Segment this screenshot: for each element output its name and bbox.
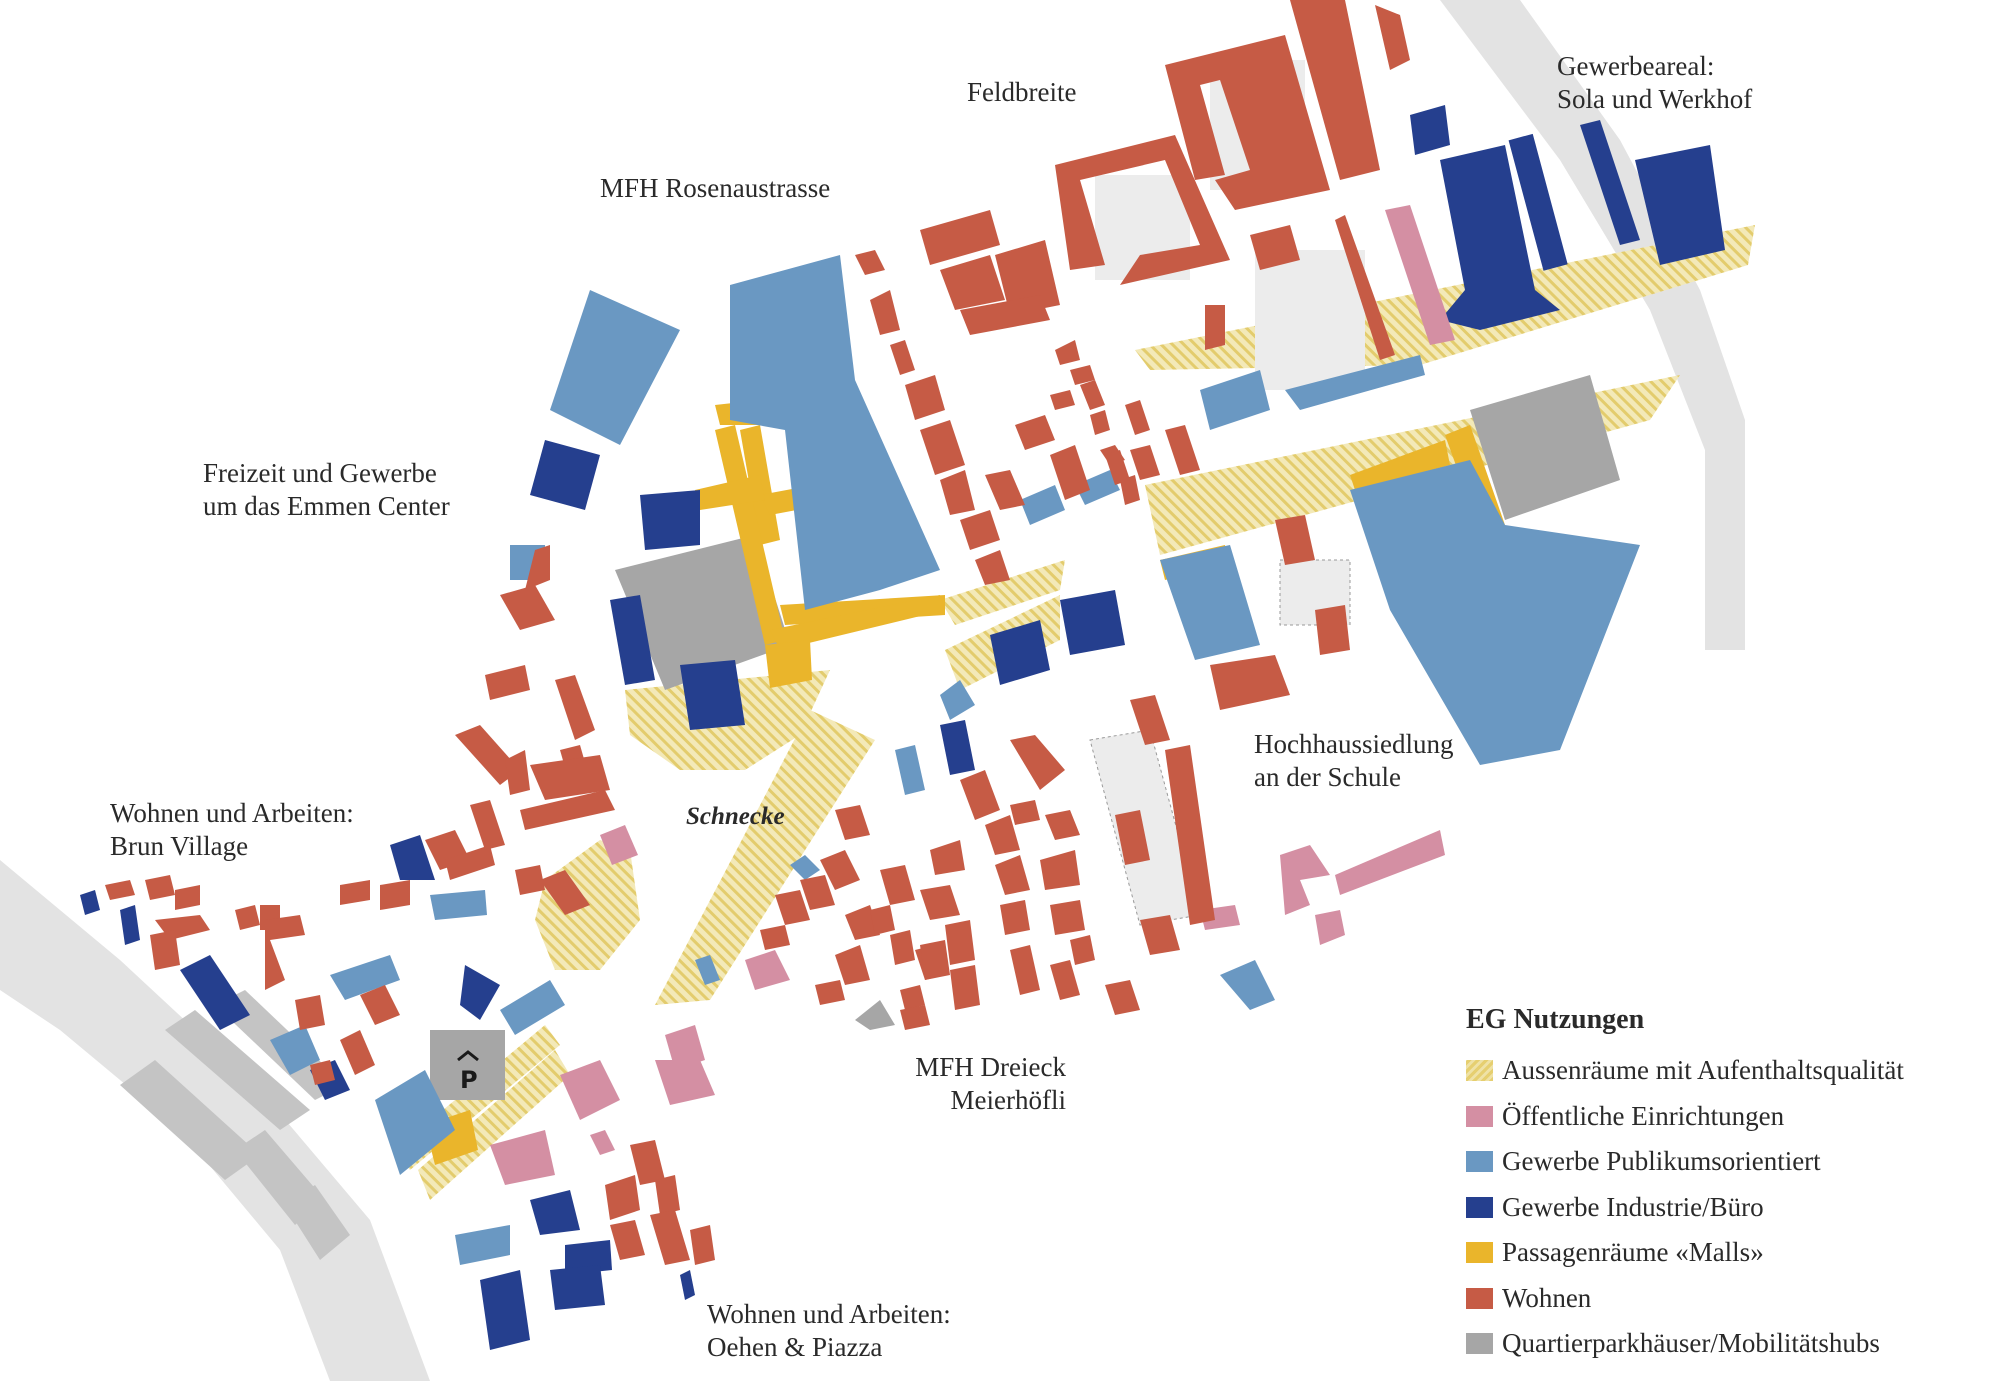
commercial-public <box>270 255 1640 1265</box>
legend-swatch-wohnen <box>1466 1287 1493 1309</box>
parking-symbol: P <box>457 1050 479 1094</box>
parking-symbol-text: P <box>460 1066 478 1094</box>
legend-swatch-oeffentlich <box>1466 1105 1493 1127</box>
label-feldbreite: Feldbreite <box>967 77 1077 107</box>
label-mfh-dreieck: MFH Dreieck Meierhöfli <box>896 1051 1066 1117</box>
parking-chevron-icon <box>457 1050 479 1062</box>
label-freizeit: Freizeit und Gewerbe um das Emmen Center <box>203 457 450 523</box>
label-brun-village: Wohnen und Arbeiten: Brun Village <box>110 797 354 863</box>
label-brun-line2: Brun Village <box>110 831 249 861</box>
legend-item-parking: Quartierparkhäuser/Mobilitätshubs <box>1466 1321 1986 1367</box>
parking-buildings <box>430 375 1620 1100</box>
legend-label-malls: Passagenräume «Malls» <box>1502 1237 1764 1268</box>
label-oehen-line1: Wohnen und Arbeiten: <box>707 1299 951 1329</box>
label-dreieck-line2: Meierhöfli <box>950 1085 1066 1115</box>
label-gewerbeareal-line2: Sola und Werkhof <box>1557 84 1753 114</box>
legend-item-malls: Passagenräume «Malls» <box>1466 1230 1986 1276</box>
legend-swatch-industrie <box>1466 1196 1493 1218</box>
label-hochhaus-line1: Hochhaussiedlung <box>1254 729 1454 759</box>
label-hochhaus: Hochhaussiedlung an der Schule <box>1254 728 1453 794</box>
legend-swatch-parking <box>1466 1333 1493 1355</box>
legend-title: EG Nutzungen <box>1466 1004 1645 1035</box>
label-freizeit-line2: um das Emmen Center <box>203 491 450 521</box>
label-mfh-rosenau: MFH Rosenaustrasse <box>600 173 831 203</box>
legend-item-wohnen: Wohnen <box>1466 1276 1986 1322</box>
label-dreieck-line1: MFH Dreieck <box>915 1052 1066 1082</box>
label-gewerbeareal-line1: Gewerbeareal: <box>1557 51 1715 81</box>
legend-label-oeffentlich: Öffentliche Einrichtungen <box>1502 1100 1785 1131</box>
legend-item-industrie: Gewerbe Industrie/Büro <box>1466 1185 1986 1231</box>
label-oehen-piazza: Wohnen und Arbeiten: Oehen & Piazza <box>707 1298 951 1364</box>
legend-label-aussen: Aussenräume mit Aufenthaltsqualität <box>1502 1055 1904 1086</box>
label-brun-line1: Wohnen und Arbeiten: <box>110 798 354 828</box>
legend-item-publikum: Gewerbe Publikumsorientiert <box>1466 1139 1986 1185</box>
public-facilities <box>490 205 1455 1185</box>
legend-label-industrie: Gewerbe Industrie/Büro <box>1502 1191 1764 1222</box>
legend-item-oeffentlich: Öffentliche Einrichtungen <box>1466 1094 1986 1140</box>
commercial-industry <box>80 105 1725 1350</box>
label-schnecke: Schnecke <box>686 803 785 830</box>
legend-swatch-aussen <box>1466 1060 1493 1082</box>
legend: EG Nutzungen Aussenräume mit Aufenthalts… <box>1466 1004 1986 1367</box>
label-freizeit-line1: Freizeit und Gewerbe <box>203 458 437 488</box>
legend-item-aussen: Aussenräume mit Aufenthaltsqualität <box>1466 1048 1986 1094</box>
legend-label-publikum: Gewerbe Publikumsorientiert <box>1502 1146 1821 1177</box>
label-oehen-line2: Oehen & Piazza <box>707 1332 883 1362</box>
legend-swatch-malls <box>1466 1242 1493 1264</box>
label-hochhaus-line2: an der Schule <box>1254 762 1401 792</box>
residential <box>105 0 1410 1265</box>
label-gewerbeareal: Gewerbeareal: Sola und Werkhof <box>1557 50 1752 116</box>
legend-label-parking: Quartierparkhäuser/Mobilitätshubs <box>1502 1328 1880 1359</box>
legend-swatch-publikum <box>1466 1151 1493 1173</box>
legend-label-wohnen: Wohnen <box>1502 1282 1592 1313</box>
